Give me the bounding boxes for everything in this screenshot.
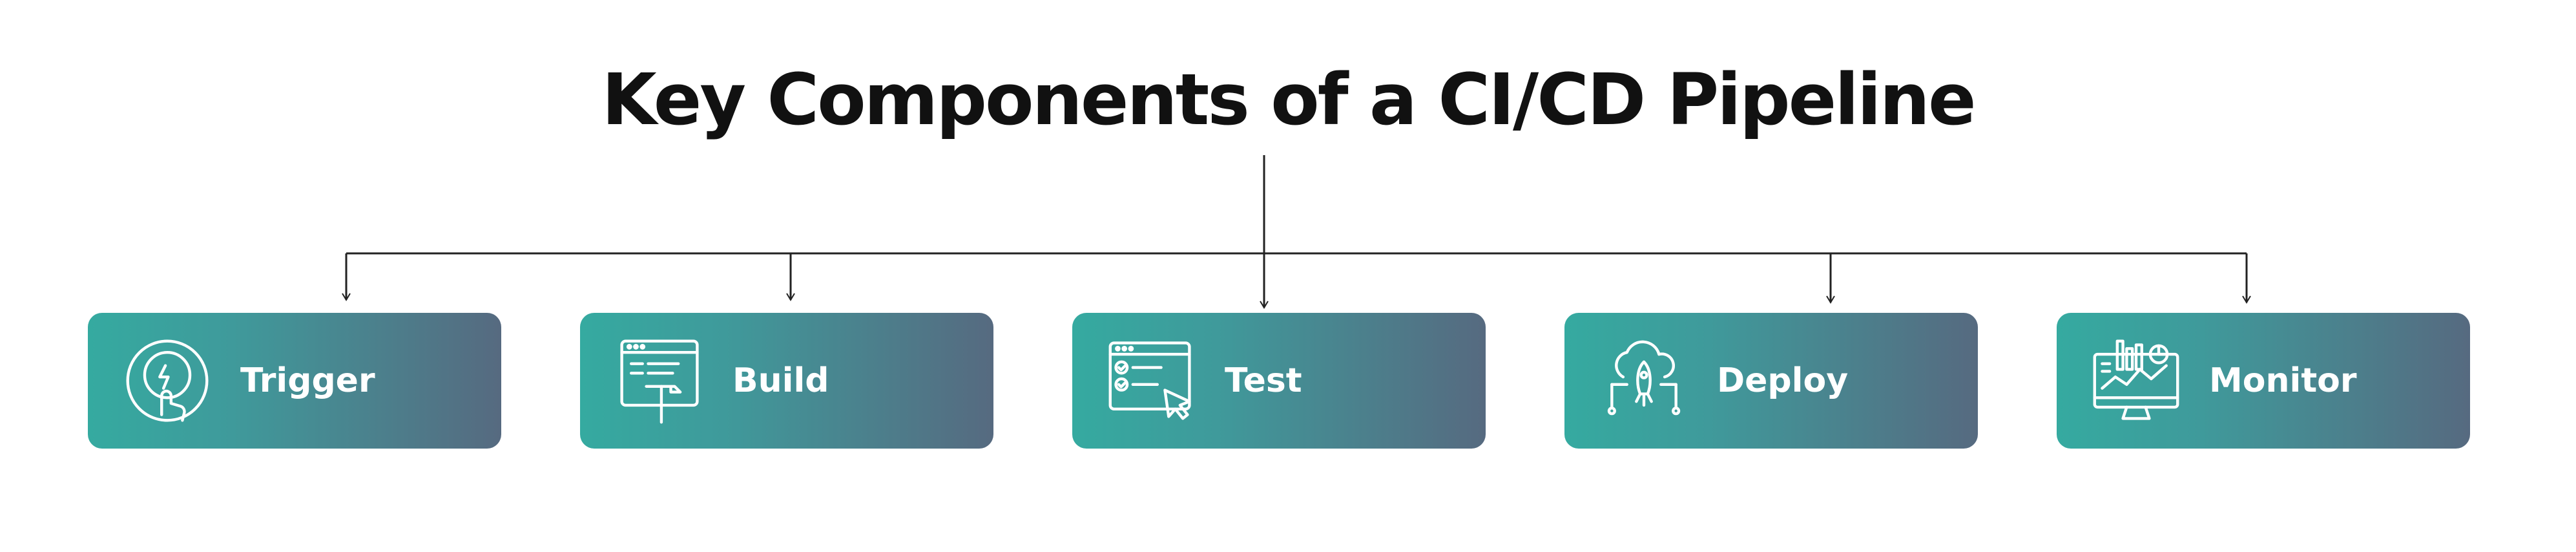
- build-hammer-icon: [612, 334, 707, 428]
- monitor-analytics-icon: [2089, 334, 2183, 428]
- node-label: Test: [1225, 361, 1302, 400]
- node-label: Deploy: [1717, 361, 1849, 400]
- node-monitor: Monitor: [2057, 313, 2470, 449]
- node-test: Test: [1072, 313, 1486, 449]
- diagram-title: Key Components of a CI/CD Pipeline: [601, 58, 1976, 141]
- cloud-rocket-icon: [1597, 334, 1691, 428]
- node-label: Monitor: [2209, 361, 2357, 400]
- test-checklist-icon: [1105, 334, 1199, 428]
- node-deploy: Deploy: [1564, 313, 1978, 449]
- node-label: Trigger: [240, 361, 375, 400]
- node-label: Build: [732, 361, 829, 400]
- node-build: Build: [580, 313, 993, 449]
- node-trigger: Trigger: [88, 313, 501, 449]
- touch-gesture-icon: [120, 334, 214, 428]
